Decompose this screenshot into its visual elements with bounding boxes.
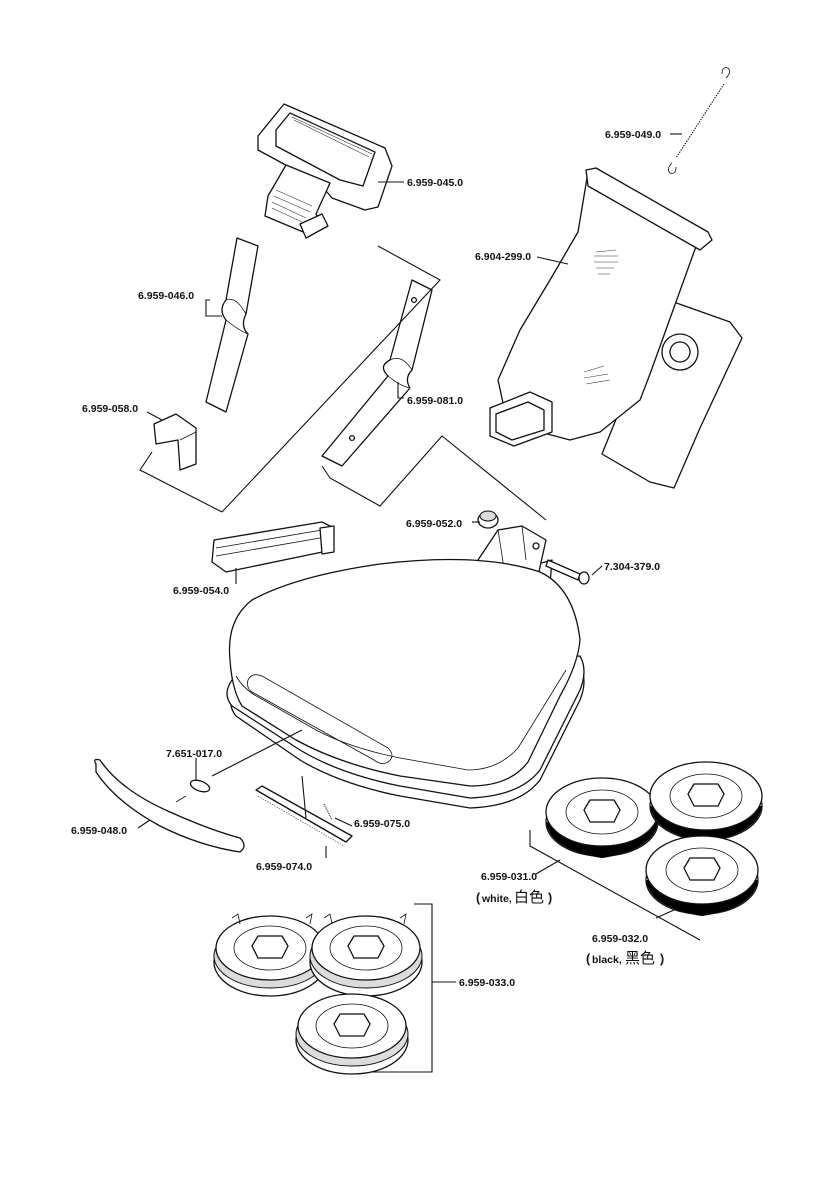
- label-tube-lower: 6.959-081.0: [407, 395, 463, 407]
- note-white-en: white,: [481, 893, 512, 905]
- note-black-en: black,: [592, 954, 622, 966]
- small-spring-leader: [335, 818, 352, 826]
- clip-part: [154, 414, 196, 470]
- label-bracket: 6.959-054.0: [173, 585, 229, 597]
- label-knob: 6.959-052.0: [406, 518, 462, 530]
- label-small-spring: 6.959-075.0: [354, 818, 410, 830]
- bolt-leader: [592, 566, 602, 575]
- small-spring-part: [324, 804, 332, 820]
- label-dust-bag: 6.904-299.0: [475, 251, 531, 263]
- label-rubber-pin: 7.651-017.0: [166, 748, 222, 760]
- pad-disc-2: [310, 914, 422, 996]
- note-white-open: (: [476, 891, 481, 905]
- label-bolt: 7.304-379.0: [604, 561, 660, 573]
- brush-white-leader: [536, 860, 560, 874]
- bumper-strip-part: [95, 760, 244, 853]
- note-white-cn: 白色: [514, 888, 544, 906]
- bumper-leader: [138, 820, 150, 828]
- label-brush-white: 6.959-031.0: [481, 871, 537, 883]
- handle-part: [258, 104, 392, 238]
- note-black-open: (: [586, 952, 591, 966]
- brush-disc-1: [546, 778, 658, 858]
- label-handle: 6.959-045.0: [407, 177, 463, 189]
- label-brush-black: 6.959-032.0: [592, 933, 648, 945]
- pad-disc-3: [296, 994, 408, 1074]
- label-spring: 6.959-049.0: [605, 129, 661, 141]
- knob-part: [478, 511, 498, 528]
- label-tube-upper: 6.959-046.0: [138, 290, 194, 302]
- bracket-part: [212, 522, 334, 572]
- pad-disc-1: [214, 914, 326, 996]
- brush-disc-3: [646, 836, 758, 916]
- brush-disc-2: [650, 762, 762, 842]
- pin-leader-to-housing: [212, 730, 302, 776]
- brush-black-leader: [656, 910, 674, 918]
- clip-leader: [147, 412, 162, 420]
- label-bumper-strip: 6.959-048.0: [71, 825, 127, 837]
- label-clip: 6.959-058.0: [82, 403, 138, 415]
- tube-lower-part: [322, 280, 432, 466]
- tube-upper-part: [206, 238, 258, 412]
- label-pad-set: 6.959-033.0: [459, 977, 515, 989]
- rubber-pin-part: [176, 778, 211, 802]
- spring-part: [668, 68, 729, 174]
- note-black-close: ): [660, 952, 664, 966]
- note-black-cn: 黑色: [625, 949, 655, 967]
- dust-bag-part: [490, 168, 742, 488]
- housing-part: [227, 560, 584, 809]
- tube-upper-bracket: [206, 300, 222, 316]
- note-white-close: ): [548, 891, 552, 905]
- label-side-brush: 6.959-074.0: [256, 861, 312, 873]
